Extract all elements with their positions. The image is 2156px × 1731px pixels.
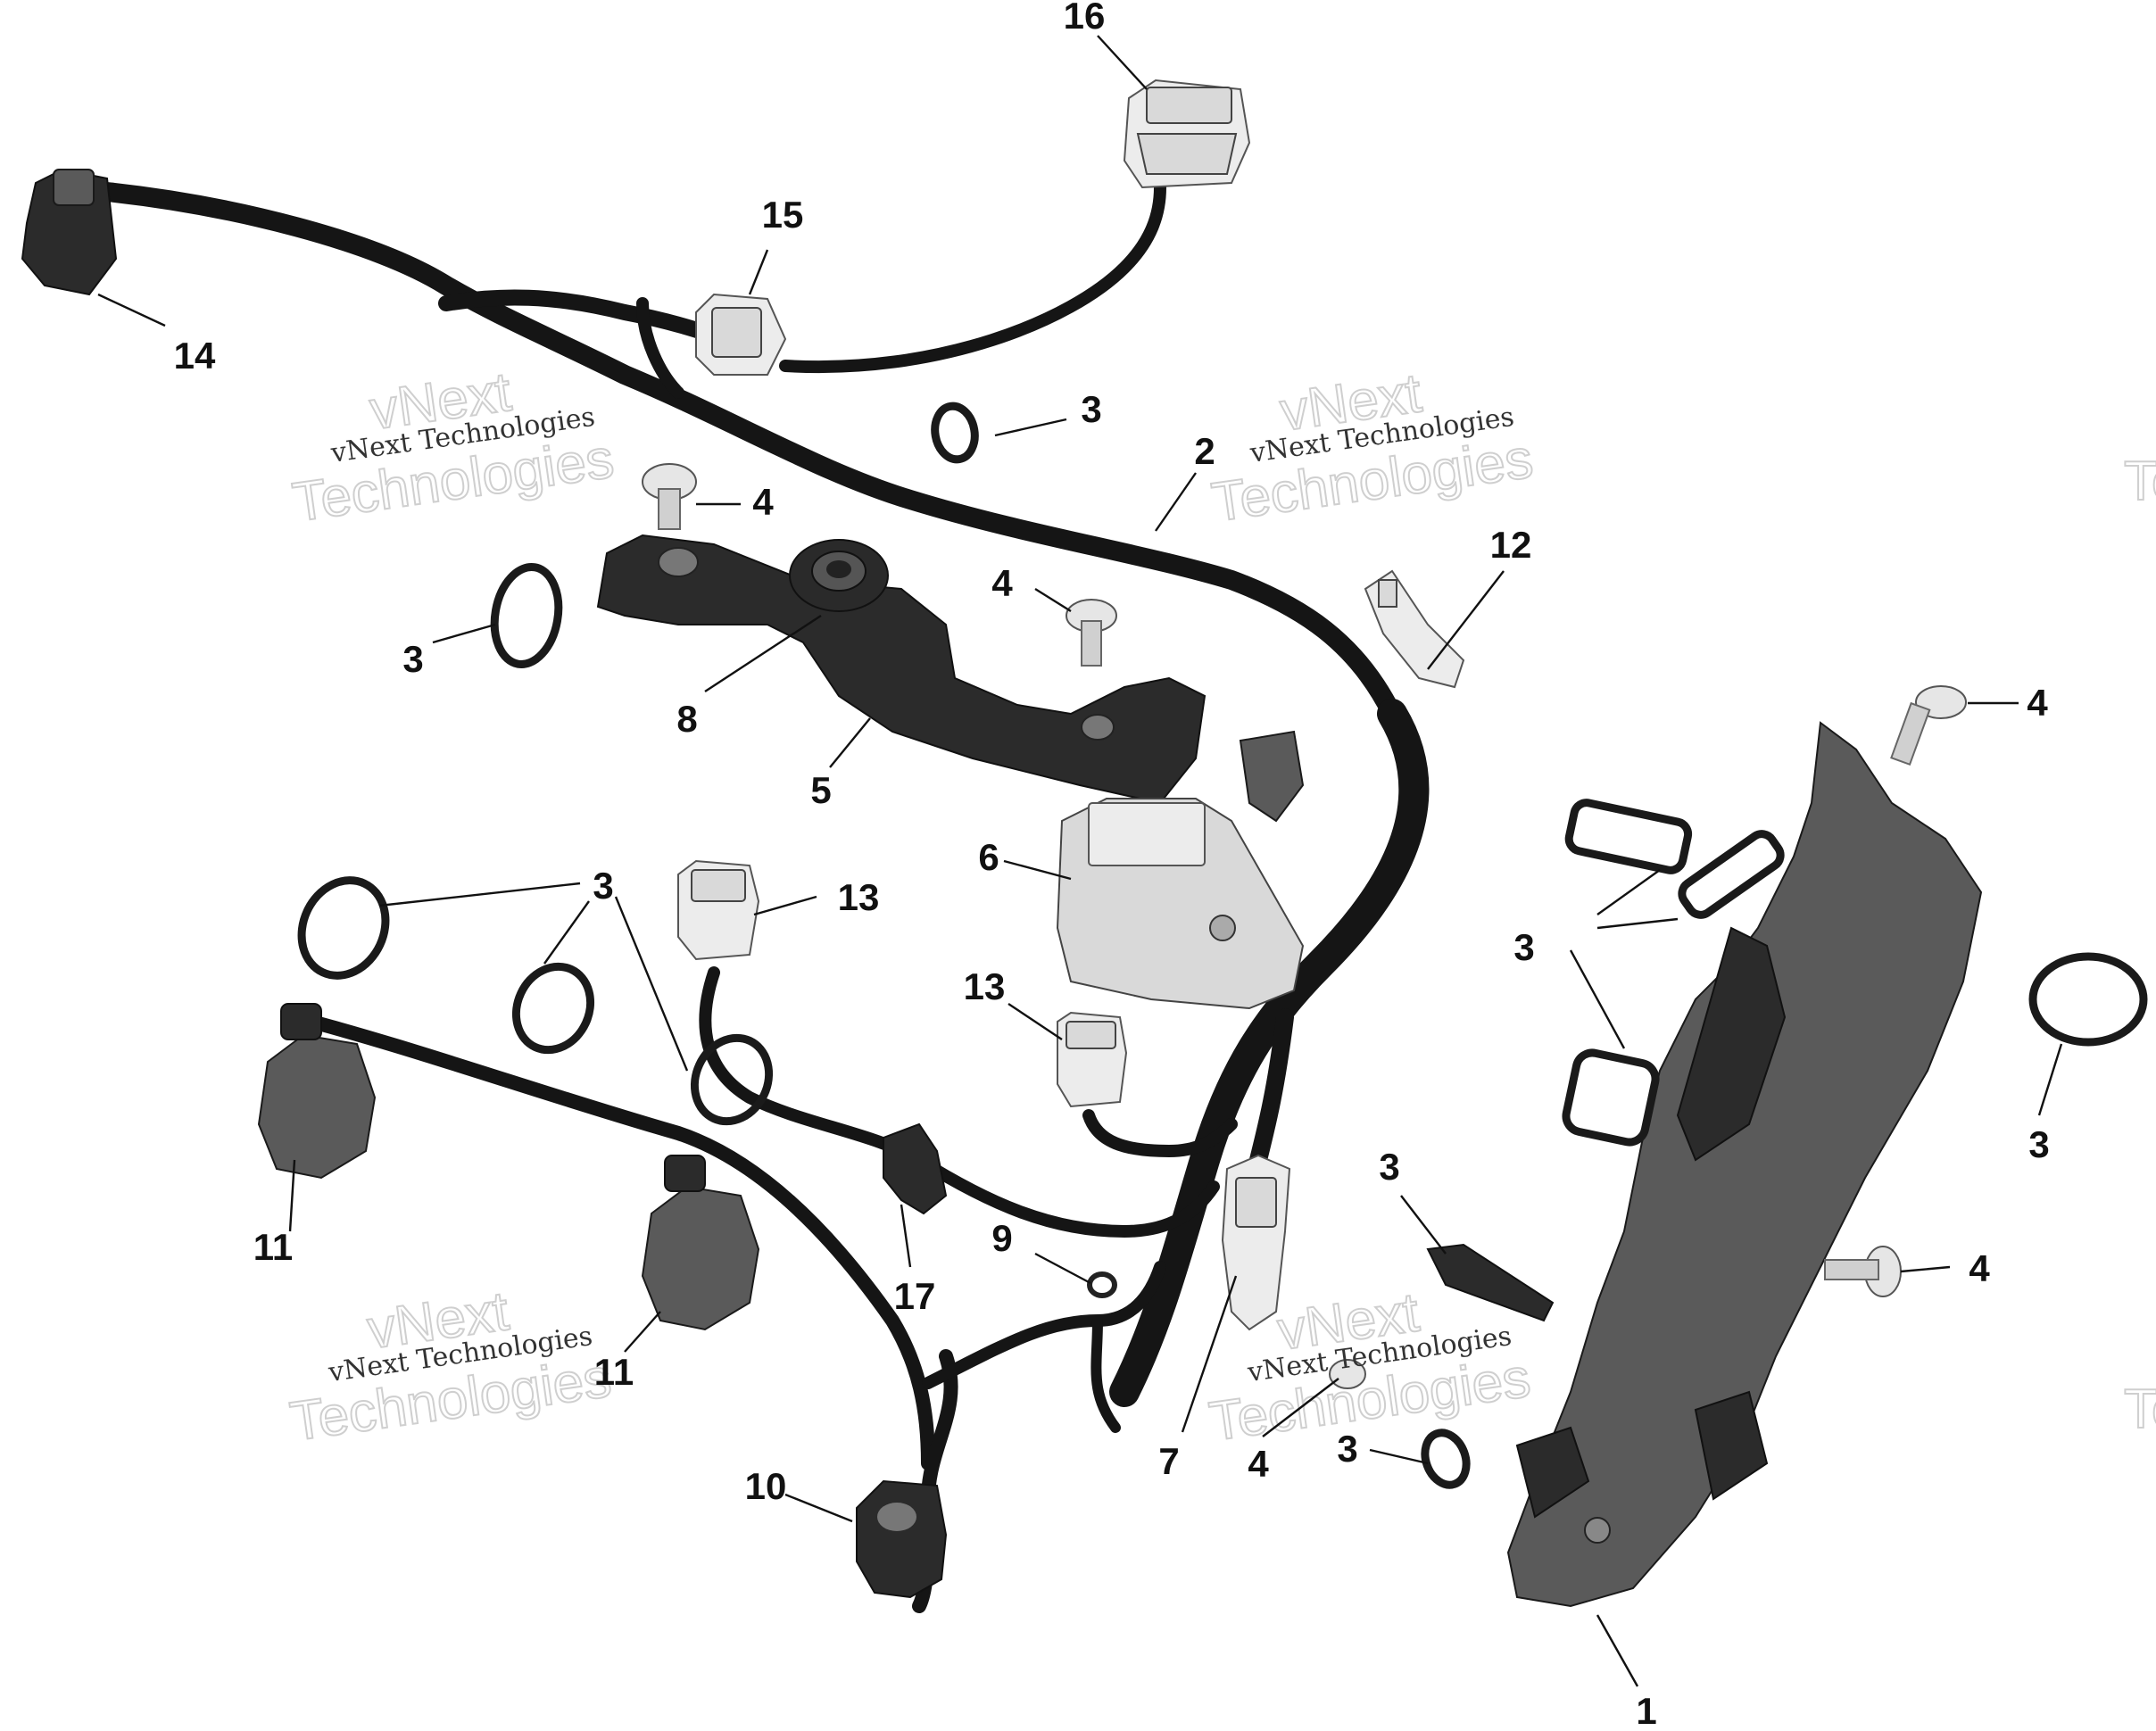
callout-6: 6 [978, 836, 999, 878]
callout-3-right-group: 3 [1513, 926, 1534, 968]
callout-13-right: 13 [964, 965, 1006, 1007]
callout-11-right: 11 [594, 1351, 634, 1393]
part-13-connector-right [1057, 1011, 1128, 1108]
callout-4-right-top: 4 [2027, 682, 2048, 724]
part-6-ecu-connector [1056, 730, 1305, 1010]
callout-1: 1 [1636, 1690, 1656, 1731]
callout-4-bottom: 4 [1248, 1443, 1269, 1485]
part-8-grommet [789, 539, 889, 612]
callout-15: 15 [762, 194, 804, 236]
part-16-connector [1123, 79, 1251, 189]
part-4-bolts [642, 463, 1967, 1389]
callout-3-small: 3 [1379, 1146, 1399, 1188]
part-14-connector [21, 168, 118, 296]
part-3-cable-ties [297, 402, 2148, 1489]
part-13-connector-left [677, 859, 760, 961]
part-12-sensor [1364, 569, 1465, 689]
watermark-left-top: vNext Technologies vNext Technologies [288, 360, 618, 534]
svg-text:Technologies: Technologies [2124, 451, 2156, 512]
watermark-left-bottom: vNext Technologies vNext Technologies [286, 1280, 616, 1454]
callout-3-group: 3 [593, 865, 613, 907]
part-10-sensor [856, 1479, 948, 1599]
callout-4-right: 4 [1969, 1247, 1990, 1289]
part-1-bracket [1506, 721, 1983, 1608]
callout-10: 10 [745, 1465, 787, 1507]
callout-17: 17 [894, 1275, 936, 1317]
part-11-coil-left [257, 1003, 377, 1180]
part-7-connector [1221, 1154, 1291, 1331]
callout-7: 7 [1158, 1440, 1179, 1482]
callout-12: 12 [1490, 524, 1532, 566]
part-9-ring-terminal [1087, 1271, 1117, 1298]
watermark-edge-top: Technologies [2123, 450, 2156, 513]
part-17-clip [883, 1122, 948, 1215]
callout-9: 9 [991, 1217, 1012, 1259]
callout-4-mid: 4 [991, 562, 1013, 604]
callout-13-left: 13 [838, 876, 880, 918]
callout-labels: 16 15 14 3 2 4 12 4 4 3 8 5 6 3 13 3 13 … [174, 0, 2050, 1731]
wiring-harness [97, 181, 1430, 1613]
callout-4-left: 4 [752, 481, 774, 523]
part-11-coil-right [641, 1155, 760, 1331]
watermark-edge-bottom: Technologies [2123, 1378, 2156, 1441]
callout-16: 16 [1064, 0, 1106, 37]
callout-14: 14 [174, 335, 216, 377]
callout-3-far-right: 3 [2028, 1123, 2049, 1165]
callout-3-bottom: 3 [1337, 1428, 1357, 1470]
svg-text:Technologies: Technologies [2124, 1379, 2156, 1440]
callout-5: 5 [810, 769, 831, 811]
leader-lines [97, 35, 2063, 1687]
part-5-bracket [596, 534, 1207, 805]
callout-8: 8 [676, 698, 697, 740]
callout-3-left: 3 [402, 638, 423, 680]
callout-3-top: 3 [1081, 388, 1101, 430]
part-15-connector [695, 293, 787, 376]
watermark-right-top: vNext Technologies vNext Technologies [1207, 361, 1538, 534]
callout-11-left: 11 [253, 1226, 293, 1268]
callout-2: 2 [1194, 430, 1215, 472]
